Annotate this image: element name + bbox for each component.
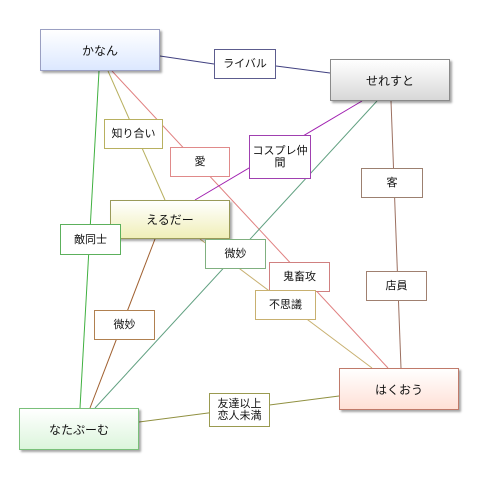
node-erudaa[interactable]: えるだー — [110, 200, 230, 239]
edge-label-cosplay-line1: コスプレ仲 — [252, 144, 308, 157]
edge-label-tomodachi-line1: 友達以上 — [217, 397, 262, 410]
node-kanan-label: かなん — [81, 43, 118, 58]
edge-label-tekidoushi: 敵同士 — [60, 224, 121, 255]
node-erudaa-label: えるだー — [146, 213, 194, 227]
edge-label-ai: 愛 — [170, 147, 230, 177]
node-seresu-label: せれすと — [365, 73, 414, 88]
node-nata-label: なたぷーむ — [48, 422, 109, 437]
edge-label-cosplay-line2: 間 — [274, 156, 286, 169]
edge-kanan-seresu-2 — [275, 65, 331, 74]
edge-label-bimyo-1: 微妙 — [205, 239, 266, 269]
node-nata[interactable]: なたぷーむ — [19, 408, 139, 450]
edge-seresu-hakuou — [390, 100, 402, 369]
node-hakuou-label: はくおう — [374, 382, 423, 397]
node-hakuou[interactable]: はくおう — [339, 368, 459, 410]
edge-label-bimyo-2: 微妙 — [94, 310, 155, 340]
edge-label-fushigi: 不思議 — [255, 290, 316, 320]
edge-label-tomodachi-line2: 恋人未満 — [217, 409, 262, 422]
edge-label-tenin: 店員 — [366, 271, 427, 301]
edge-label-tomodachi: 友達以上恋人未満 — [209, 393, 270, 427]
node-kanan[interactable]: かなん — [40, 29, 160, 71]
edge-label-cosplay: コスプレ仲間 — [249, 135, 311, 179]
edge-label-rival: ライバル — [214, 49, 276, 79]
node-seresu[interactable]: せれすと — [330, 59, 450, 101]
edge-label-kichikuzeme: 鬼畜攻 — [269, 262, 330, 292]
edge-label-kyaku: 客 — [361, 168, 423, 198]
edge-kanan-seresu — [159, 55, 215, 65]
edge-label-shiriai: 知り合い — [104, 119, 163, 149]
